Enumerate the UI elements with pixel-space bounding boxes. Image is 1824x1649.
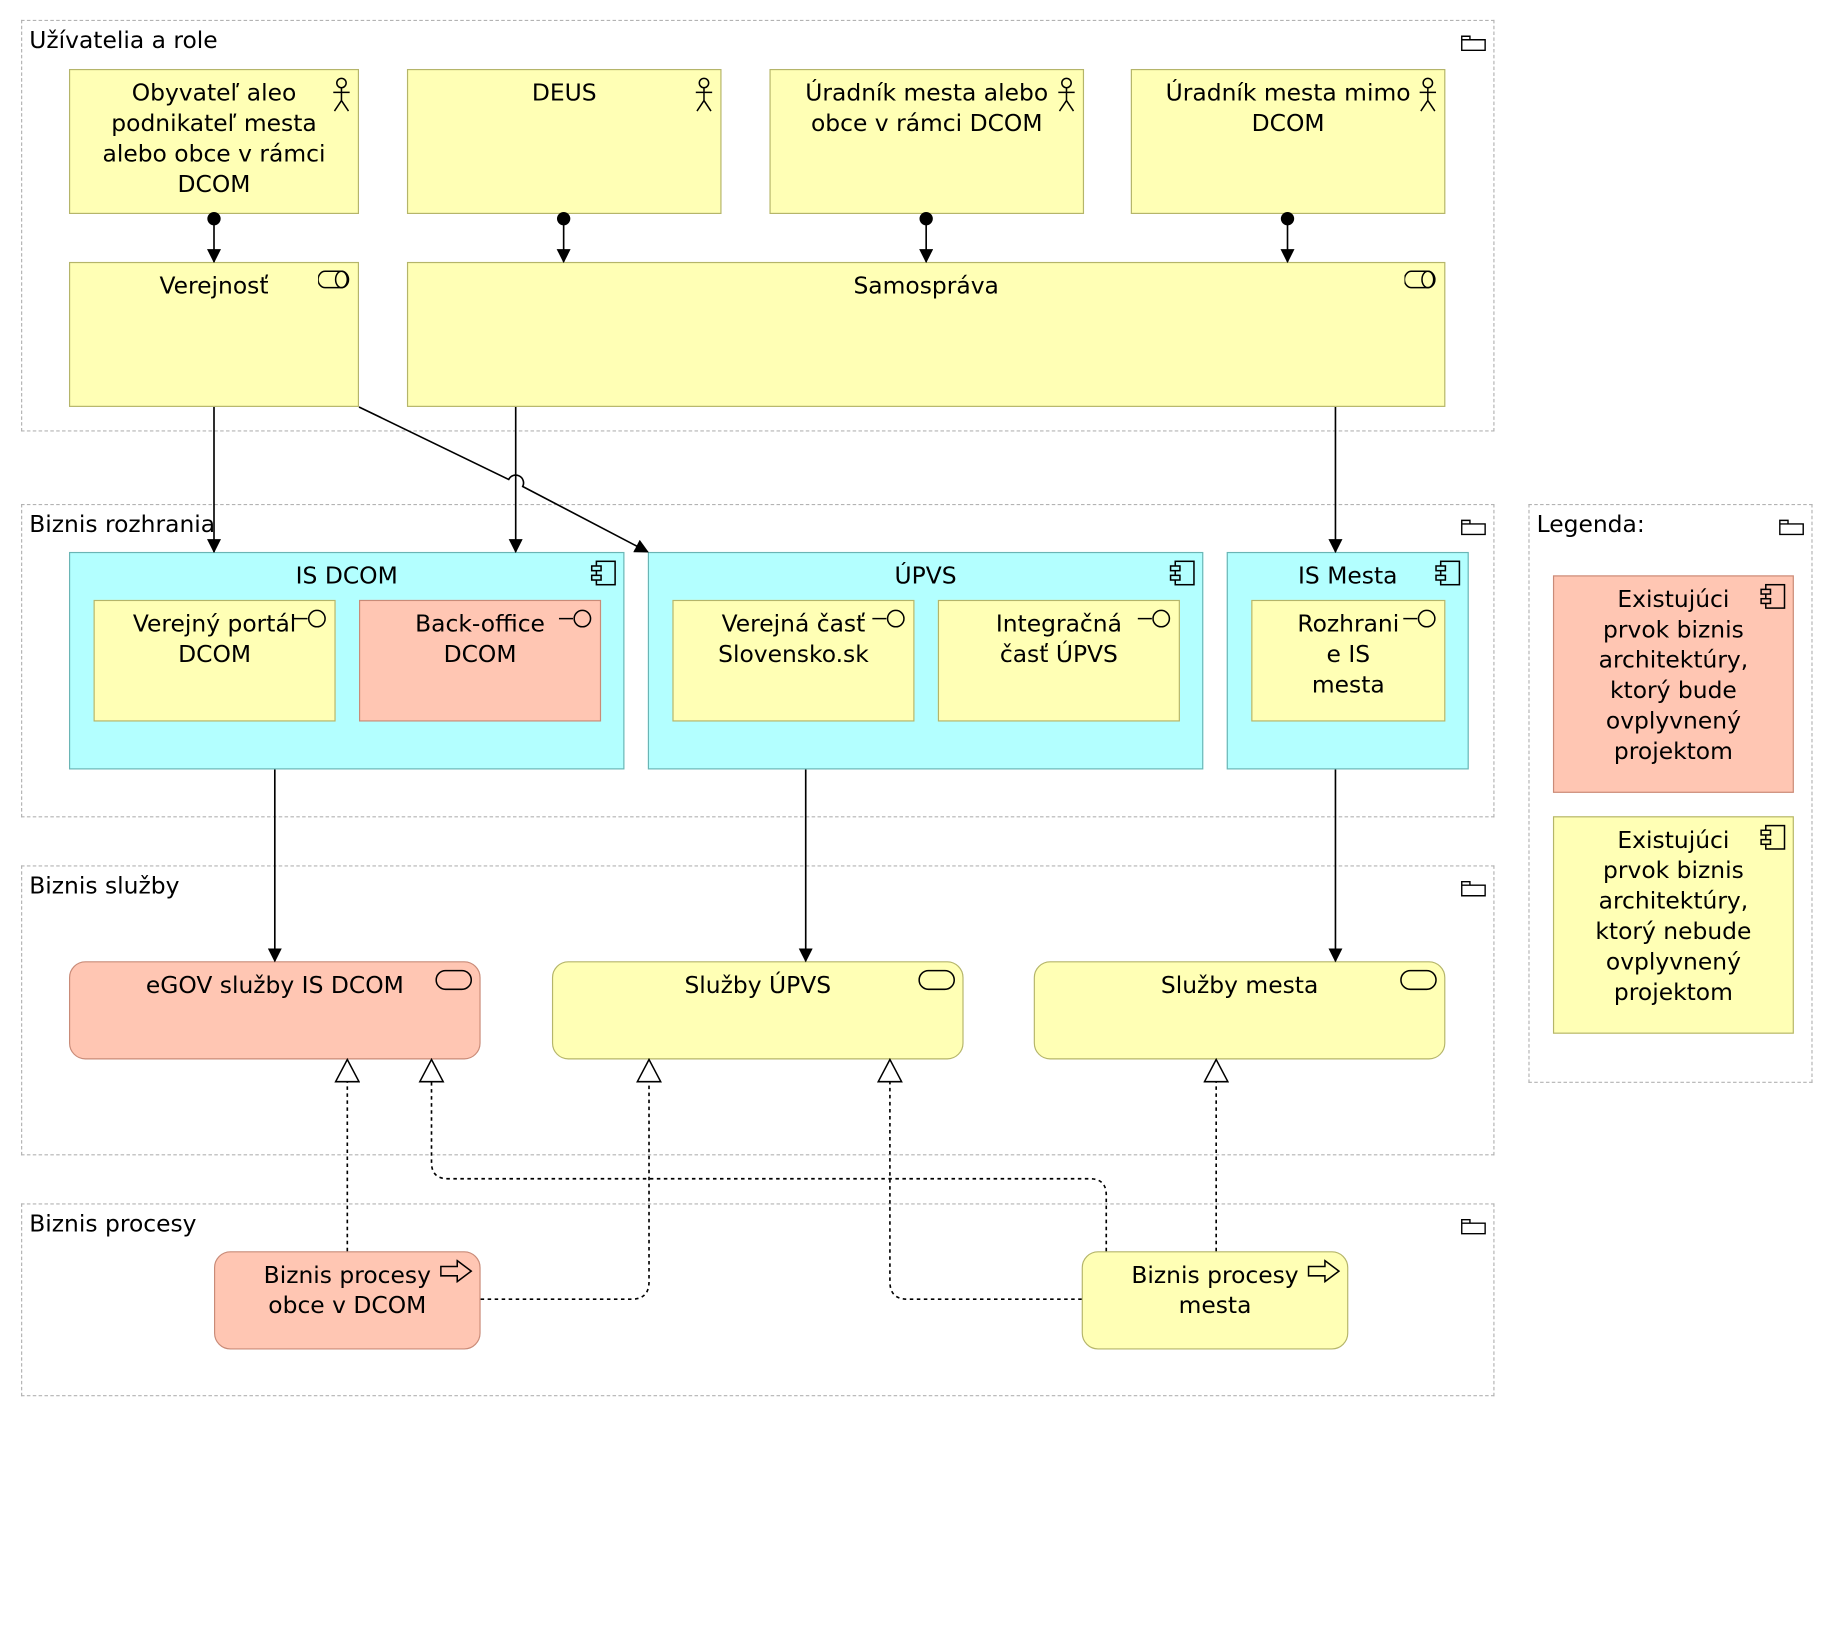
interface-integracna-cast[interactable]: Integračná časť ÚPVS [937, 599, 1180, 722]
service-egov[interactable]: eGOV služby IS DCOM [68, 961, 481, 1060]
service-upvs[interactable]: Služby ÚPVS [551, 961, 964, 1060]
interface-label: Back-office DCOM [415, 609, 545, 668]
actor-label: Obyvateľ aleo podnikateľ mesta alebo obc… [102, 78, 326, 198]
actor-uradnik-mimo[interactable]: Úradník mesta mimo DCOM [1130, 68, 1446, 215]
service-icon [435, 969, 473, 991]
component-label: ÚPVS [894, 561, 957, 590]
interface-icon [1403, 609, 1436, 628]
group-title: Užívatelia a role [29, 25, 218, 54]
actor-icon [333, 77, 350, 112]
service-mesta[interactable]: Služby mesta [1033, 961, 1446, 1060]
interface-label: Rozhrani e IS mesta [1297, 609, 1400, 699]
component-icon [590, 560, 616, 586]
service-icon [1400, 969, 1437, 991]
interface-icon [872, 609, 905, 628]
actor-obyvatel[interactable]: Obyvateľ aleo podnikateľ mesta alebo obc… [68, 68, 360, 215]
group-title: Legenda: [1536, 509, 1645, 538]
actor-icon [695, 77, 713, 112]
service-label: Služby ÚPVS [684, 970, 832, 999]
actor-icon [1419, 77, 1437, 112]
role-label: Verejnosť [159, 271, 269, 300]
group-services: Biznis služby [21, 865, 1495, 1156]
legend-label: Existujúci prvok biznis architektúry, kt… [1598, 584, 1749, 765]
process-label: Biznis procesy mesta [1131, 1260, 1299, 1320]
group-legend: Legenda: [1528, 504, 1813, 1083]
interface-label: Integračná časť ÚPVS [995, 609, 1122, 668]
assignment-connectors [206, 212, 1295, 264]
folder-icon [1461, 881, 1486, 897]
process-arrow-icon [1307, 1259, 1341, 1283]
process-arrow-icon [440, 1259, 473, 1283]
serving-connectors [206, 406, 1343, 963]
folder-icon [1461, 35, 1486, 51]
interface-verejny-portal[interactable]: Verejný portál DCOM [93, 599, 336, 722]
interface-icon [293, 609, 326, 628]
process-mesta[interactable]: Biznis procesy mesta [1081, 1251, 1349, 1350]
legend-affected: Existujúci prvok biznis architektúry, kt… [1552, 575, 1794, 793]
interface-label: Verejná časť Slovensko.sk [718, 609, 869, 668]
actor-icon [1058, 77, 1075, 112]
component-icon [1760, 583, 1786, 609]
component-label: IS DCOM [295, 561, 398, 590]
actor-label: DEUS [531, 78, 597, 107]
service-label: Služby mesta [1160, 970, 1319, 999]
legend-unaffected: Existujúci prvok biznis architektúry, kt… [1552, 816, 1794, 1034]
actor-uradnik-dcom[interactable]: Úradník mesta alebo obce v rámci DCOM [769, 68, 1085, 215]
group-title: Biznis procesy [29, 1209, 197, 1238]
interface-icon [1137, 609, 1171, 628]
role-icon [1404, 270, 1436, 289]
realization-connectors [347, 1059, 1216, 1301]
interface-verejna-cast[interactable]: Verejná časť Slovensko.sk [672, 599, 915, 722]
component-icon [1760, 824, 1786, 850]
process-label: Biznis procesy obce v DCOM [263, 1260, 431, 1320]
group-processes: Biznis procesy [21, 1203, 1495, 1397]
component-icon [1169, 560, 1195, 586]
role-samosprava[interactable]: Samospráva [406, 261, 1446, 407]
legend-label: Existujúci prvok biznis architektúry, kt… [1595, 825, 1752, 1006]
role-label: Samospráva [853, 271, 999, 300]
service-icon [918, 969, 955, 991]
process-obce[interactable]: Biznis procesy obce v DCOM [214, 1251, 481, 1350]
group-title: Biznis služby [29, 871, 180, 900]
role-icon [318, 270, 350, 289]
interface-rozhranie-mesta[interactable]: Rozhrani e IS mesta [1251, 599, 1446, 722]
folder-icon [1461, 519, 1486, 536]
group-users: Užívatelia a role [21, 19, 1495, 432]
interface-icon [558, 609, 592, 628]
interface-back-office[interactable]: Back-office DCOM [359, 599, 602, 722]
connectors [206, 212, 1343, 1301]
folder-icon [1461, 1218, 1486, 1235]
component-icon [1435, 560, 1461, 586]
group-title: Biznis rozhrania [29, 509, 216, 538]
folder-icon [1779, 519, 1804, 536]
actor-label: Úradník mesta mimo DCOM [1165, 78, 1411, 137]
group-interfaces: Biznis rozhrania [21, 504, 1495, 818]
interface-label: Verejný portál DCOM [132, 609, 297, 668]
actor-label: Úradník mesta alebo obce v rámci DCOM [805, 78, 1049, 137]
component-label: IS Mesta [1298, 561, 1398, 590]
service-label: eGOV služby IS DCOM [145, 970, 404, 999]
